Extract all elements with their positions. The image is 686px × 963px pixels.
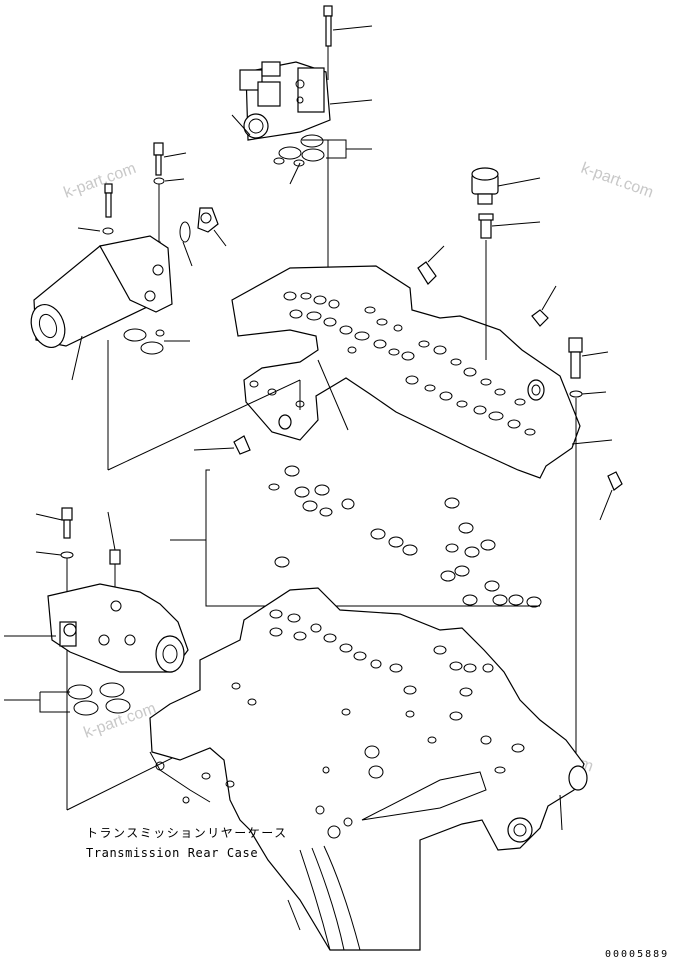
watermark: k-part.com xyxy=(62,160,139,202)
case-holes xyxy=(155,609,588,843)
plate-holes xyxy=(249,291,545,436)
upper-valve-plate xyxy=(231,265,581,479)
top-solenoid-valve xyxy=(231,5,373,185)
left-lower-valve xyxy=(4,507,189,810)
case-label-english: Transmission Rear Case xyxy=(86,846,258,860)
left-solenoid xyxy=(30,142,227,381)
transmission-rear-case xyxy=(149,587,588,951)
case-label-japanese: トランスミッションリヤーケース xyxy=(86,826,288,840)
drawing-code: 00005889 xyxy=(605,949,669,960)
guide-line xyxy=(107,379,301,471)
watermark: k-part.com xyxy=(82,700,159,742)
watermark: k-part.com xyxy=(579,160,656,202)
gasket-o-ring-group xyxy=(170,465,542,608)
left-plug xyxy=(193,435,251,455)
right-side-parts xyxy=(417,167,623,760)
